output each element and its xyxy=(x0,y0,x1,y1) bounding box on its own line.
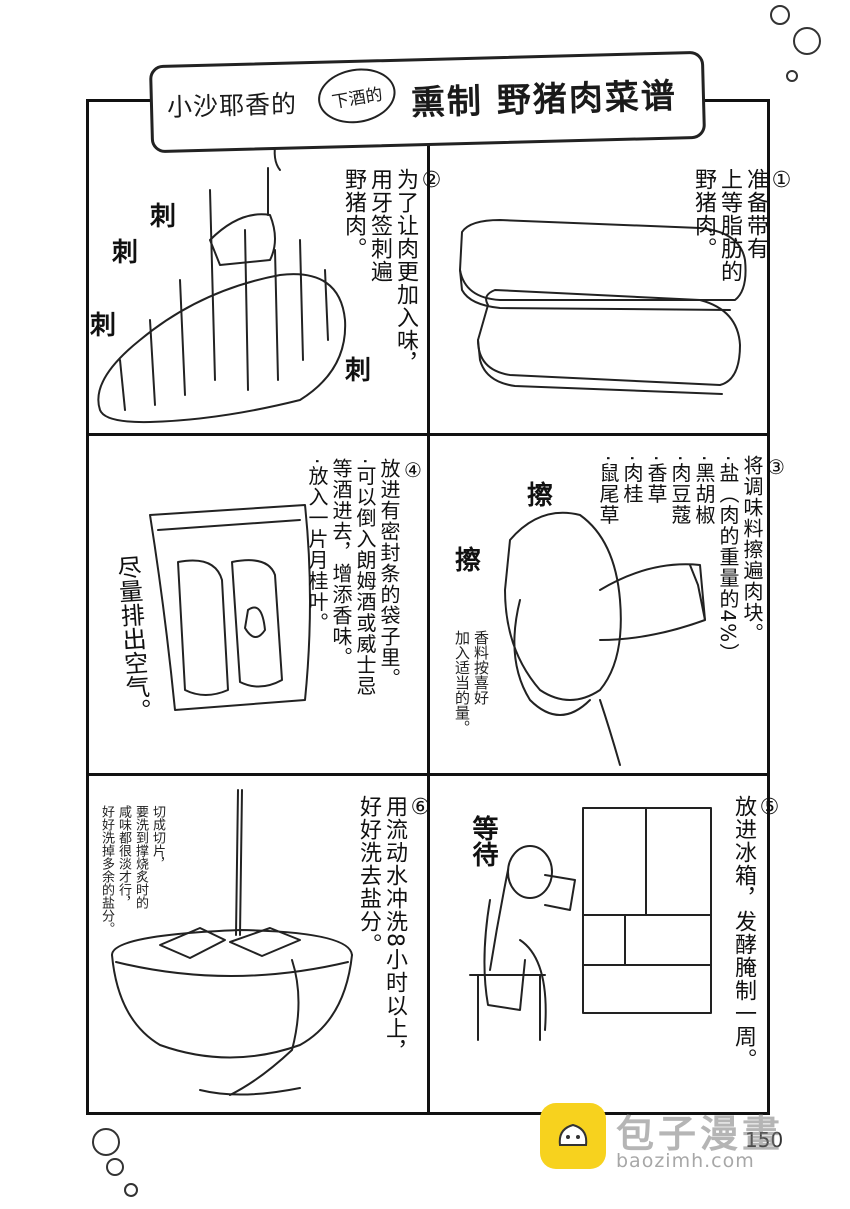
slice-note: 切成切片， 要洗到撑烧炙时的 咸味都很淡才行， 好好洗掉多余的盐分。 xyxy=(99,805,165,935)
decor-circle xyxy=(124,1183,138,1197)
decor-circle xyxy=(793,27,821,55)
title-bubble: 下酒的 xyxy=(313,62,400,129)
watermark-name: 包子漫畫 xyxy=(616,1112,785,1156)
step-3-caption: ③ 将调味料擦遍肉块。 ·盐（肉的重量的4%） ·黑胡椒 ·肉豆蔻 ·香草 ·肉… xyxy=(596,455,788,665)
title-prefix: 小沙耶香的 xyxy=(166,89,298,122)
sfx-wait: 等待 xyxy=(468,815,498,867)
sfx-stab: 刺 xyxy=(150,202,177,232)
step-6-caption: ⑥ 用流动水冲洗8小时以上， 好好洗去盐分。 xyxy=(356,795,433,1063)
sfx-stab: 刺 xyxy=(345,356,372,386)
step-2-caption: ② 为了让肉更加入味， 用牙签刺遍 野猪肉。 xyxy=(341,168,444,375)
decor-circle xyxy=(786,70,798,82)
step-1-caption: ① 准备带有 上等脂肪的 野猪肉。 xyxy=(691,168,794,283)
step-5-caption: ⑤ 放进冰箱，发酵腌制一周。 xyxy=(731,795,782,1071)
decor-circle xyxy=(92,1128,120,1156)
sfx-rub: 擦 xyxy=(527,481,554,511)
panel-divider xyxy=(427,99,430,1115)
decor-circle xyxy=(770,5,790,25)
watermark-logo-icon xyxy=(540,1103,606,1169)
sfx-stab: 刺 xyxy=(112,238,139,268)
spice-note: 香料按喜好 加入适当的量。 xyxy=(453,630,490,735)
title-banner: 小沙耶香的 下酒的 熏制 野猪肉菜谱 xyxy=(148,50,707,154)
page-number: 150 xyxy=(745,1128,784,1152)
panel-divider xyxy=(86,433,770,436)
panel-divider xyxy=(86,773,770,776)
sfx-rub: 擦 xyxy=(455,546,482,576)
title-main: 熏制 野猪肉菜谱 xyxy=(410,76,678,124)
sfx-stab: 刺 xyxy=(90,311,117,341)
step-4-caption: ④ 放进有密封条的袋子里。 ·可以倒入朗姆酒或威士忌 等酒进去，增添香味。 ·放… xyxy=(305,458,425,697)
watermark-url: baozimh.com xyxy=(616,1150,755,1172)
decor-circle xyxy=(106,1158,124,1176)
